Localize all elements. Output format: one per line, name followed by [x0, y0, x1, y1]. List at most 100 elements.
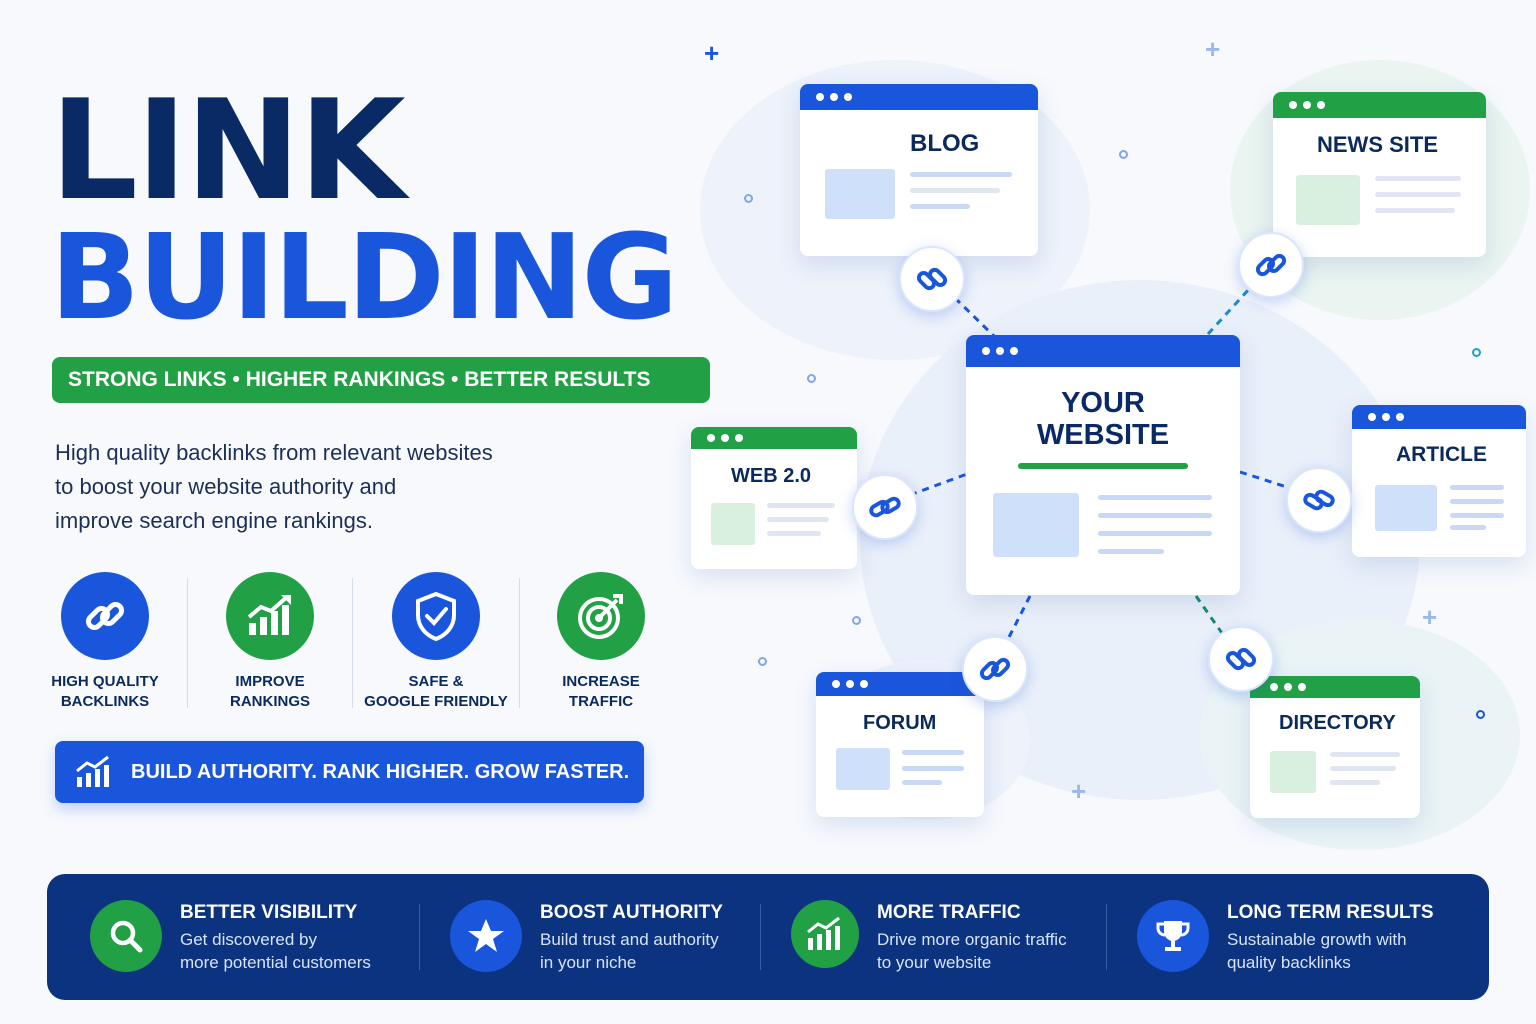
link-node-web20 — [852, 474, 918, 540]
description-line: High quality backlinks from relevant web… — [55, 440, 493, 465]
plus-sparkle-icon: + — [1205, 34, 1221, 64]
growth-chart-icon — [76, 755, 109, 787]
benefit-title: MORE TRAFFIC — [877, 902, 1021, 923]
window-titlebar — [1352, 405, 1526, 429]
window-titlebar — [800, 84, 1038, 110]
text-line — [1330, 752, 1400, 757]
benefit-title: BETTER VISIBILITY — [180, 902, 358, 923]
link-node-news — [1238, 232, 1304, 298]
benefit-title: BOOST AUTHORITY — [540, 902, 723, 923]
text-line — [1450, 485, 1504, 490]
ring-sparkle-icon — [1119, 150, 1128, 159]
site-window-forum: FORUM — [816, 672, 984, 817]
cta-banner[interactable]: BUILD AUTHORITY. RANK HIGHER. GROW FASTE… — [55, 741, 644, 803]
star-icon — [450, 900, 522, 972]
chain-link-icon — [61, 572, 149, 660]
ring-sparkle-icon — [1472, 348, 1481, 357]
window-titlebar — [966, 335, 1240, 367]
title-line-2: BUILDING — [50, 208, 678, 346]
divider — [760, 904, 761, 970]
text-line — [1450, 513, 1504, 518]
site-title: DIRECTORY — [1279, 712, 1396, 734]
tagline-banner: STRONG LINKS • HIGHER RANKINGS • BETTER … — [52, 357, 710, 403]
window-titlebar — [816, 672, 984, 696]
growth-chart-icon — [791, 900, 859, 968]
divider — [419, 904, 420, 970]
window-titlebar — [691, 427, 857, 449]
target-icon — [557, 572, 645, 660]
chain-link-icon — [1225, 647, 1257, 671]
benefit-boost-authority: BOOST AUTHORITY Build trust and authorit… — [450, 898, 750, 978]
text-line — [910, 188, 1000, 193]
text-line — [1450, 525, 1486, 530]
link-node-forum — [962, 636, 1028, 702]
chain-link-icon — [869, 496, 901, 518]
site-window-directory: DIRECTORY — [1250, 676, 1420, 818]
site-title: FORUM — [863, 712, 937, 734]
trophy-icon — [1137, 900, 1209, 972]
text-line — [1450, 499, 1504, 504]
site-title: NEWS SITE — [1317, 132, 1439, 157]
benefit-title: LONG TERM RESULTS — [1227, 902, 1434, 923]
text-line — [1375, 192, 1461, 197]
link-node-article — [1286, 467, 1352, 533]
chain-link-icon — [916, 267, 948, 291]
text-line — [902, 750, 964, 755]
image-placeholder — [825, 169, 895, 219]
text-line — [902, 780, 942, 785]
divider — [1106, 904, 1107, 970]
ring-sparkle-icon — [807, 374, 816, 383]
text-line — [1330, 766, 1396, 771]
feature-label: SAFE &GOOGLE FRIENDLY — [364, 673, 508, 710]
center-underline — [1018, 463, 1188, 469]
chain-link-icon — [1255, 253, 1287, 277]
cta-text: BUILD AUTHORITY. RANK HIGHER. GROW FASTE… — [131, 760, 630, 783]
growth-chart-icon — [226, 572, 314, 660]
text-line — [767, 517, 829, 522]
benefit-long-term-results: LONG TERM RESULTS Sustainable growth wit… — [1137, 898, 1467, 978]
chain-link-icon — [979, 657, 1011, 681]
image-placeholder — [711, 503, 755, 545]
text-line — [767, 503, 835, 508]
site-window-news: NEWS SITE — [1273, 92, 1486, 257]
site-title: ARTICLE — [1396, 443, 1487, 466]
text-line — [1375, 208, 1455, 213]
title-line-1: LINK — [50, 70, 406, 231]
window-titlebar — [1250, 676, 1420, 698]
text-line — [902, 766, 964, 771]
text-line — [767, 531, 821, 536]
description: High quality backlinks from relevant web… — [55, 436, 575, 538]
window-titlebar — [1273, 92, 1486, 118]
image-placeholder — [993, 493, 1079, 557]
site-window-web20: WEB 2.0 — [691, 427, 857, 569]
image-placeholder — [1270, 751, 1316, 793]
text-line — [910, 172, 1012, 177]
plus-sparkle-icon: + — [1422, 602, 1438, 632]
image-placeholder — [1375, 485, 1437, 531]
text-line — [1330, 780, 1380, 785]
site-title: WEB 2.0 — [731, 465, 812, 487]
image-placeholder — [836, 748, 890, 790]
text-line — [1098, 531, 1212, 536]
search-icon — [90, 900, 162, 972]
ring-sparkle-icon — [758, 657, 767, 666]
shield-check-icon — [392, 572, 480, 660]
text-line — [1098, 495, 1212, 500]
chain-link-icon — [1303, 489, 1335, 511]
divider — [187, 578, 188, 708]
feature-safe-google-friendly: SAFE &GOOGLE FRIENDLY — [353, 572, 519, 712]
ring-sparkle-icon — [744, 194, 753, 203]
ring-sparkle-icon — [1476, 710, 1485, 719]
link-node-blog — [899, 246, 965, 312]
